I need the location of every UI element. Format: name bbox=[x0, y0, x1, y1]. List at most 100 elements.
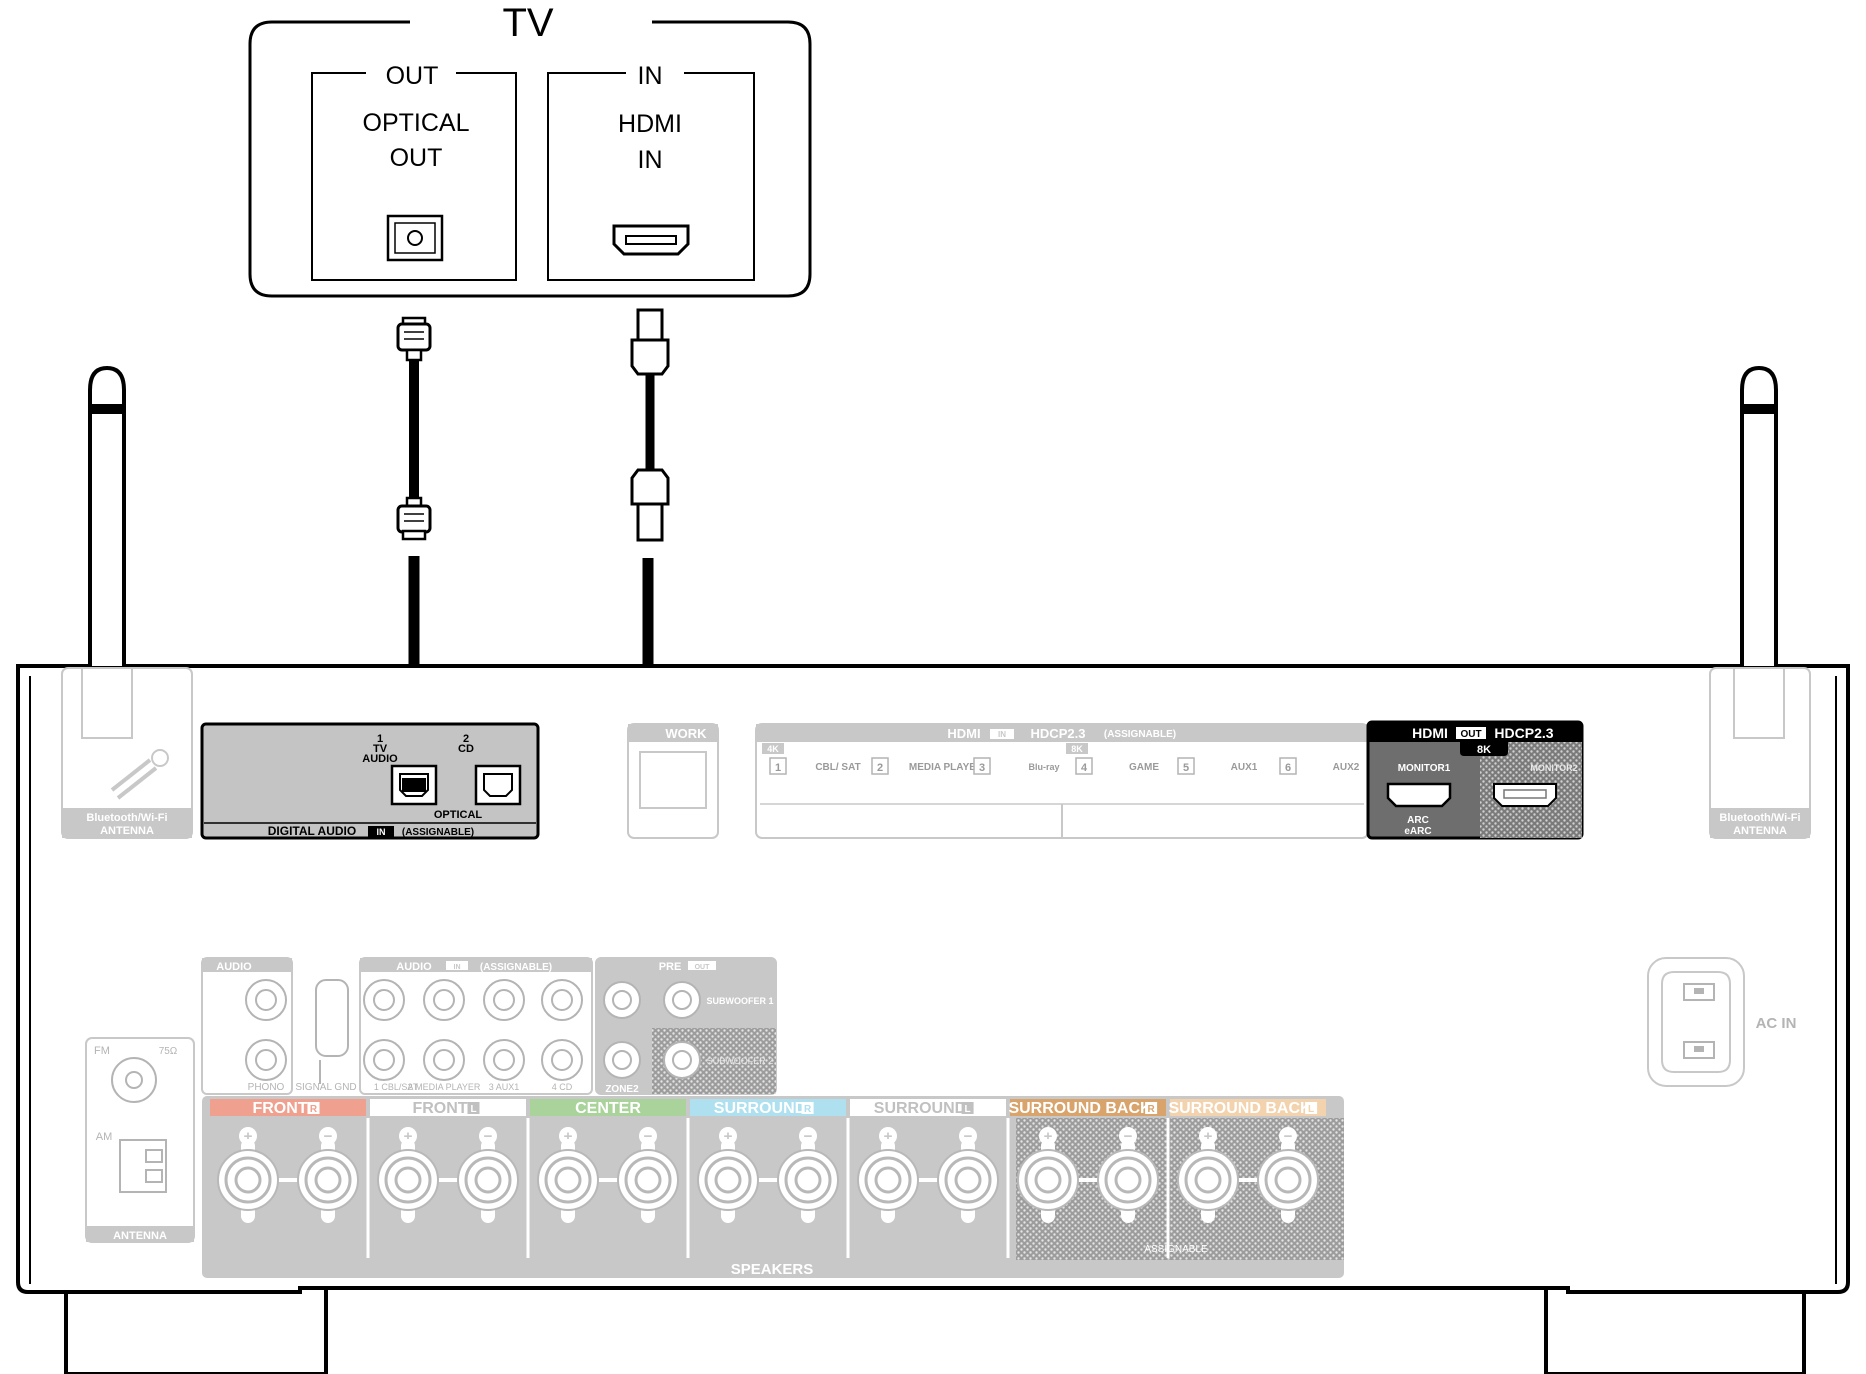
tv-optical-label-1: OPTICAL bbox=[363, 109, 470, 137]
hdmi-out-badge: OUT bbox=[1460, 729, 1481, 740]
audio-port-label-3: 3 AUX1 bbox=[489, 1082, 520, 1092]
tv-optical-out-port[interactable] bbox=[386, 214, 444, 262]
hdmi-in-title: HDMI bbox=[947, 726, 980, 741]
pre-out-badge: OUT bbox=[695, 964, 711, 971]
hdmi-in-badge: IN bbox=[998, 730, 1006, 739]
tv-out-group-label: OUT bbox=[386, 62, 439, 90]
speaker-terminal-3-minus[interactable]: − bbox=[777, 1127, 839, 1223]
speaker-terminal-sign: − bbox=[804, 1128, 813, 1145]
hdmi-out-monitor1: MONITOR1 bbox=[1398, 763, 1451, 774]
hdmi-in-port-3[interactable]: 3 Blu-ray bbox=[973, 757, 1060, 775]
tv-hdmi-label-2: IN bbox=[638, 146, 663, 174]
speaker-terminal-0-minus[interactable]: − bbox=[297, 1127, 359, 1223]
speaker-terminal-sign: + bbox=[564, 1128, 573, 1145]
fm-label: FM bbox=[94, 1045, 110, 1057]
digital-audio-assignable: (ASSIGNABLE) bbox=[402, 827, 474, 838]
hdmi-out-hdcp: HDCP2.3 bbox=[1494, 725, 1553, 741]
ohm-label: 75Ω bbox=[159, 1046, 178, 1057]
hdmi-in-port-6-name: AUX2 bbox=[1333, 762, 1360, 773]
speaker-terminal-4-minus[interactable]: − bbox=[937, 1127, 999, 1223]
speaker-header-5 bbox=[1010, 1099, 1166, 1116]
tv-device: TV OUT OPTICAL OUT IN HDMI IN bbox=[248, 1, 812, 298]
right-antenna-label-2: ANTENNA bbox=[1733, 825, 1787, 837]
audio-in-badge: IN bbox=[454, 964, 461, 971]
speaker-header-name-3: SURROUND bbox=[714, 1100, 806, 1117]
speaker-header-6 bbox=[1170, 1099, 1326, 1116]
hdmi-in-port-5-num: 5 bbox=[1183, 762, 1189, 774]
optical-port1-audio: AUDIO bbox=[362, 753, 398, 765]
speaker-terminal-5-minus[interactable]: − bbox=[1097, 1127, 1159, 1223]
speaker-terminal-5-plus[interactable]: + bbox=[1017, 1127, 1079, 1223]
hdmi-in-port-6[interactable]: 6 AUX2 bbox=[1279, 757, 1360, 775]
optical-label: OPTICAL bbox=[434, 809, 483, 821]
hdmi-out-monitor2-port[interactable] bbox=[1493, 783, 1557, 807]
speaker-header-name-0: FRONT bbox=[252, 1100, 307, 1117]
speaker-terminal-sign: + bbox=[1204, 1128, 1213, 1145]
speaker-terminal-sign: − bbox=[484, 1128, 493, 1145]
hdmi-out-title: HDMI bbox=[1412, 725, 1448, 741]
tv-optical-label-2: OUT bbox=[390, 144, 443, 172]
speaker-header-side-6: L bbox=[1308, 1104, 1314, 1115]
speaker-terminal-1-minus[interactable]: − bbox=[457, 1127, 519, 1223]
audio-port-label-1: 1 CBL/SAT bbox=[374, 1082, 419, 1092]
speaker-header-name-1: FRONT bbox=[412, 1100, 467, 1117]
hdmi-in-port-5[interactable]: 5 AUX1 bbox=[1177, 757, 1258, 775]
ac-in-label: AC IN bbox=[1756, 1015, 1797, 1032]
speaker-header-name-2: CENTER bbox=[575, 1100, 641, 1117]
left-antenna-label-1: Bluetooth/Wi-Fi bbox=[86, 812, 167, 824]
speaker-header-name-4: SURROUND bbox=[874, 1100, 966, 1117]
phono-label: PHONO bbox=[248, 1082, 285, 1093]
speaker-terminal-2-plus[interactable]: + bbox=[537, 1127, 599, 1223]
left-antenna-label-2: ANTENNA bbox=[100, 825, 154, 837]
speaker-terminal-6-minus[interactable]: − bbox=[1257, 1127, 1319, 1223]
hdmi-in-assignable: (ASSIGNABLE) bbox=[1104, 729, 1176, 740]
speaker-terminal-sign: + bbox=[244, 1128, 253, 1145]
right-antenna-label-1: Bluetooth/Wi-Fi bbox=[1719, 812, 1800, 824]
optical-port1-num: 1 bbox=[377, 733, 383, 745]
hdmi-in-port-3-num: 3 bbox=[979, 762, 985, 774]
digital-audio-title: DIGITAL AUDIO bbox=[268, 824, 356, 838]
audio-port-label-2: 2 MEDIA PLAYER bbox=[408, 1082, 481, 1092]
tv-hdmi-in-port[interactable] bbox=[612, 224, 690, 256]
optical-port2-cd: CD bbox=[458, 743, 474, 755]
speaker-terminal-3-plus[interactable]: + bbox=[697, 1127, 759, 1223]
right-wifi-antenna[interactable] bbox=[1740, 365, 1778, 666]
left-wifi-antenna[interactable] bbox=[88, 365, 126, 666]
hdmi-in-port-2[interactable]: 2 MEDIA PLAYER bbox=[871, 757, 984, 775]
speaker-terminal-1-plus[interactable]: + bbox=[377, 1127, 439, 1223]
rca-jacks bbox=[245, 979, 701, 1081]
hdmi-in-port-6-num: 6 bbox=[1285, 762, 1291, 774]
tv-title: TV bbox=[502, 1, 553, 45]
hdmi-in-port-1[interactable]: 1 CBL/ SAT bbox=[769, 757, 861, 775]
hdmi-in-port-4[interactable]: 4 GAME bbox=[1075, 757, 1159, 775]
speaker-terminal-sign: − bbox=[1284, 1128, 1293, 1145]
audio-in-header: AUDIO bbox=[396, 961, 432, 973]
speaker-header-name-5: SURROUND BACK bbox=[1008, 1100, 1152, 1117]
hdmi-in-4k-badge: 4K bbox=[767, 744, 779, 754]
hdmi-out-8k-badge: 8K bbox=[1477, 744, 1491, 756]
signal-gnd-label: SIGNAL GND bbox=[295, 1082, 356, 1093]
right-antenna-base: Bluetooth/Wi-Fi ANTENNA bbox=[1709, 667, 1811, 839]
speaker-terminal-sign: + bbox=[884, 1128, 893, 1145]
optical-in-port-2[interactable] bbox=[474, 764, 522, 806]
speaker-terminal-2-minus[interactable]: − bbox=[617, 1127, 679, 1223]
speaker-terminal-4-plus[interactable]: + bbox=[857, 1127, 919, 1223]
hdmi-in-port-3-name: Blu-ray bbox=[1028, 762, 1059, 772]
speaker-terminal-0-plus[interactable]: + bbox=[217, 1127, 279, 1223]
hdmi-in-panel: HDMI IN HDCP2.3 (ASSIGNABLE) 4K 8K 1 CBL… bbox=[755, 723, 1369, 839]
hdmi-out-monitor1-port[interactable] bbox=[1386, 782, 1452, 808]
speaker-header-2 bbox=[530, 1099, 686, 1116]
hdmi-in-port-5-name: AUX1 bbox=[1231, 762, 1258, 773]
pre-label: PRE bbox=[659, 961, 682, 973]
audio-in-assignable: (ASSIGNABLE) bbox=[480, 962, 552, 973]
speaker-header-side-4: L bbox=[965, 1104, 971, 1115]
am-label: AM bbox=[96, 1131, 113, 1143]
subwoofer1-label: SUBWOOFER 1 bbox=[706, 996, 773, 1006]
tv-in-group-label: IN bbox=[638, 62, 663, 90]
speaker-terminal-6-plus[interactable]: + bbox=[1177, 1127, 1239, 1223]
hdmi-in-hdcp: HDCP2.3 bbox=[1031, 726, 1086, 741]
audio-port-label-4: 4 CD bbox=[552, 1082, 573, 1092]
